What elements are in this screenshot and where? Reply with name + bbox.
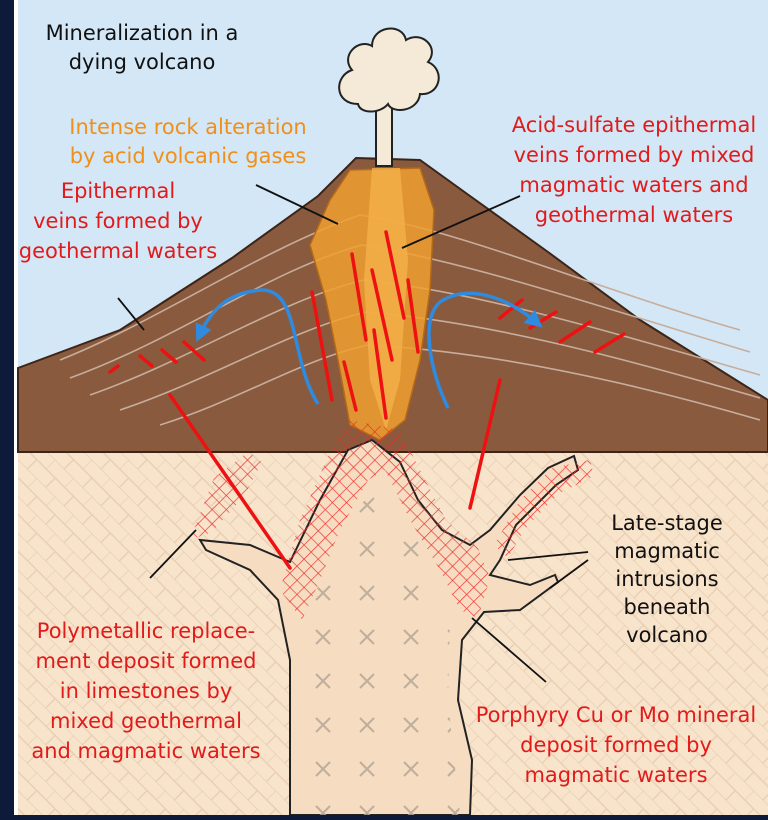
frame-strip xyxy=(0,0,14,815)
late-stage-label-line-4: beneath xyxy=(624,595,711,619)
polymetallic-label-line-3: in limestones by xyxy=(60,679,233,703)
polymetallic-label-line-5: and magmatic waters xyxy=(31,739,260,763)
acid-sulfate-label-line-4: geothermal waters xyxy=(535,203,733,227)
late-stage-label-line-2: magmatic xyxy=(614,539,720,563)
polymetallic-label-line-4: mixed geothermal xyxy=(50,709,242,733)
epithermal-label-line-3: geothermal waters xyxy=(19,239,217,263)
acid-sulfate-label-line-3: magmatic waters and xyxy=(519,173,748,197)
alteration-label-line-2: by acid volcanic gases xyxy=(70,144,307,168)
porphyry-label-line-3: magmatic waters xyxy=(524,763,707,787)
polymetallic-label-line-1: Polymetallic replace- xyxy=(37,619,255,643)
porphyry-label-line-1: Porphyry Cu or Mo mineral xyxy=(476,703,757,727)
polymetallic-label-line-2: ment deposit formed xyxy=(36,649,257,673)
diagram-title-line-1: Mineralization in a xyxy=(46,21,239,45)
epithermal-label-line-1: Epithermal xyxy=(61,179,175,203)
late-stage-label-line-1: Late-stage xyxy=(611,511,723,535)
late-stage-label-line-3: intrusions xyxy=(615,567,718,591)
alteration-label-line-1: Intense rock alteration xyxy=(69,115,307,139)
porphyry-label-line-2: deposit formed by xyxy=(520,733,712,757)
epithermal-label-line-2: veins formed by xyxy=(33,209,203,233)
late-stage-label-line-5: volcano xyxy=(626,623,708,647)
acid-sulfate-label-line-1: Acid-sulfate epithermal xyxy=(512,113,756,137)
diagram-title-line-2: dying volcano xyxy=(69,50,216,74)
acid-sulfate-label-line-2: veins formed by mixed xyxy=(514,143,755,167)
